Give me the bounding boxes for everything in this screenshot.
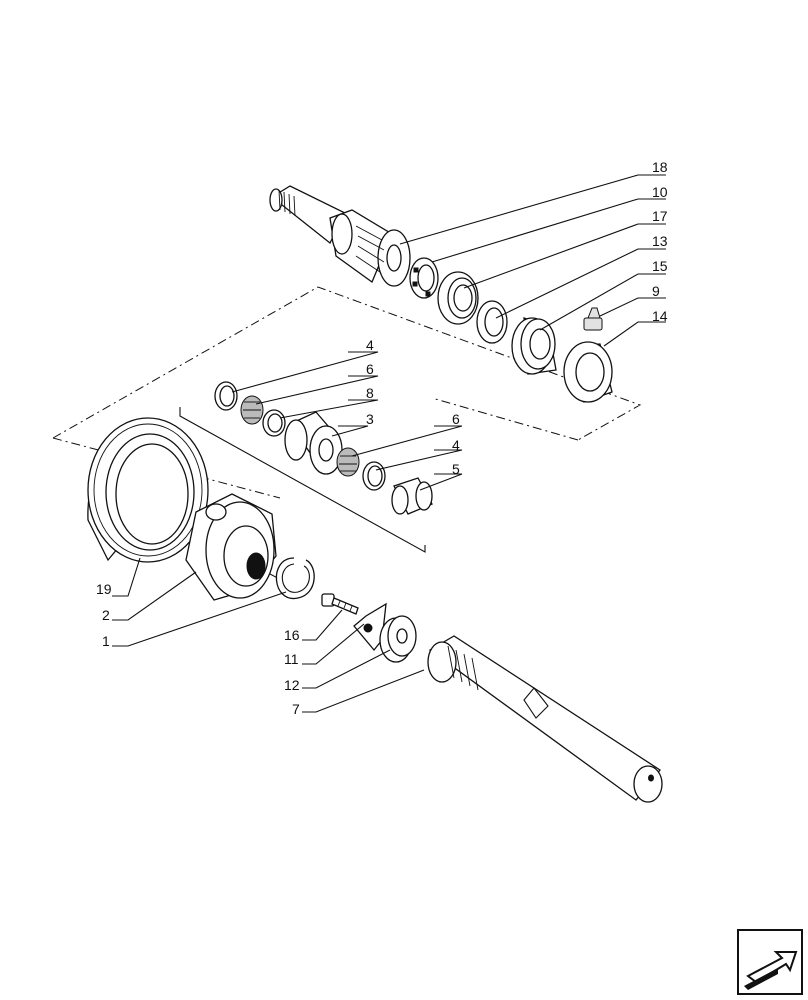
callout-8: 8 — [366, 385, 374, 401]
callout-9: 9 — [652, 283, 660, 299]
next-page-arrow-icon[interactable] — [737, 929, 803, 995]
part-16-bolt — [321, 593, 359, 615]
part-4-thrust-washer-lower — [362, 461, 386, 491]
callout-16: 16 — [284, 627, 300, 643]
callout-17: 17 — [652, 208, 668, 224]
part-7-output-shaft — [427, 635, 663, 803]
callout-4-upper: 4 — [366, 337, 374, 353]
callout-14: 14 — [652, 308, 668, 324]
callout-19: 19 — [96, 581, 112, 597]
callout-15: 15 — [652, 258, 668, 274]
callout-18: 18 — [652, 159, 668, 175]
callout-12: 12 — [284, 677, 300, 693]
part-18-drive-shaft-gear — [269, 185, 411, 287]
callout-11: 11 — [284, 651, 299, 667]
part-12-washer — [379, 615, 417, 663]
callout-10: 10 — [652, 184, 668, 200]
callout-7: 7 — [292, 701, 300, 717]
part-10-bearing-cage — [409, 257, 439, 299]
callout-labels: 18 10 17 13 15 9 14 4 6 8 3 6 4 5 19 2 1… — [96, 159, 668, 717]
callout-3: 3 — [366, 411, 374, 427]
part-9-grease-fitting — [583, 307, 603, 331]
part-19-ring-gear — [87, 417, 209, 563]
part-17-bearing — [437, 271, 479, 325]
part-3-planet-gear — [284, 411, 343, 475]
part-2-planet-carrier — [185, 493, 277, 601]
part-13-spacer-ring — [476, 300, 508, 344]
callout-5: 5 — [452, 461, 460, 477]
callout-6-upper: 6 — [366, 361, 374, 377]
callout-6-lower: 6 — [452, 411, 460, 427]
part-1-snap-ring — [275, 557, 315, 599]
callout-13: 13 — [652, 233, 668, 249]
part-11-locking-plate — [353, 602, 387, 652]
callout-1: 1 — [102, 633, 110, 649]
callout-leader-lines — [112, 174, 666, 713]
part-5-planet-pin — [391, 477, 433, 515]
part-14-seal — [563, 341, 613, 403]
part-15-bearing — [511, 317, 557, 375]
part-6-needle-bearing-upper — [240, 395, 264, 425]
part-8-spacer-upper — [262, 409, 286, 437]
part-4-thrust-washer-upper — [214, 381, 238, 411]
callout-4-lower: 4 — [452, 437, 460, 453]
part-6-needle-bearing-lower — [336, 447, 360, 477]
callout-2: 2 — [102, 607, 110, 623]
